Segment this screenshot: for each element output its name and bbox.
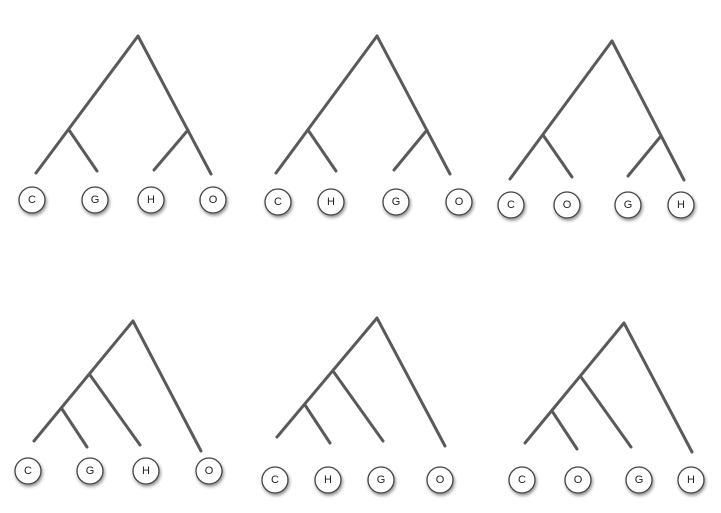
tree-2: C H G O: [264, 34, 473, 216]
tree-2-leaf-1-label: C: [274, 196, 282, 208]
tree-3: C O G H: [497, 39, 695, 219]
tree-6-leaf-2: O: [564, 466, 592, 494]
tree-6-leaf-3-label: G: [635, 474, 644, 486]
tree-2-leaf-4-label: O: [455, 196, 464, 208]
tree-1: C G H O: [18, 34, 227, 214]
tree-1-leaf-4: O: [199, 186, 227, 214]
tree-2-leaf-3: G: [382, 188, 410, 216]
tree-1-leaf-4-label: O: [209, 194, 218, 206]
tree-4: C G H O: [14, 319, 223, 485]
tree-6-branches: [523, 321, 694, 454]
tree-4-leaf-4: O: [195, 457, 223, 485]
tree-3-leaf-1: C: [497, 191, 525, 219]
tree-4-leaf-4-label: O: [205, 465, 214, 477]
tree-6-leaf-1: C: [508, 466, 536, 494]
tree-1-leaf-1: C: [18, 186, 46, 214]
tree-6-leaf-4-label: H: [687, 474, 695, 486]
tree-6-leaf-1-label: C: [518, 474, 526, 486]
tree-4-leaf-3: H: [132, 457, 160, 485]
tree-4-branches: [32, 319, 203, 453]
tree-2-leaf-1: C: [264, 188, 292, 216]
tree-3-leaf-3-label: G: [624, 199, 633, 211]
tree-3-leaf-2: O: [553, 191, 581, 219]
tree-4-leaf-2-label: G: [86, 465, 95, 477]
tree-1-leaf-1-label: C: [28, 194, 36, 206]
tree-1-branches: [34, 34, 213, 176]
tree-2-leaf-3-label: G: [392, 196, 401, 208]
tree-2-leaf-2: H: [317, 188, 345, 216]
tree-5-leaf-2-label: H: [324, 474, 332, 486]
tree-5-leaf-4-label: O: [436, 474, 445, 486]
tree-4-leaf-1: C: [14, 457, 42, 485]
tree-3-leaf-1-label: C: [507, 199, 515, 211]
tree-3-leaf-3: G: [614, 191, 642, 219]
tree-5: C H G O: [261, 316, 454, 494]
tree-1-leaf-3: H: [137, 186, 165, 214]
tree-6-leaf-4: H: [677, 466, 705, 494]
tree-4-leaf-2: G: [76, 457, 104, 485]
tree-3-leaf-4-label: H: [677, 199, 685, 211]
tree-2-leaf-2-label: H: [327, 196, 335, 208]
tree-3-leaf-4: H: [667, 191, 695, 219]
tree-3-leaf-2-label: O: [563, 199, 572, 211]
tree-5-leaf-3: G: [367, 466, 395, 494]
tree-3-branches: [508, 39, 686, 182]
tree-5-leaf-1: C: [261, 466, 289, 494]
tree-5-leaf-1-label: C: [271, 474, 279, 486]
tree-6: C O G H: [508, 321, 705, 494]
tree-1-leaf-3-label: H: [147, 194, 155, 206]
tree-2-branches: [274, 34, 452, 176]
tree-4-leaf-3-label: H: [142, 465, 150, 477]
tree-1-leaf-2-label: G: [91, 194, 100, 206]
tree-5-branches: [275, 316, 447, 448]
tree-1-leaf-2: G: [81, 186, 109, 214]
tree-5-leaf-3-label: G: [377, 474, 386, 486]
tree-4-leaf-1-label: C: [24, 465, 32, 477]
tree-5-leaf-2: H: [314, 466, 342, 494]
tree-5-leaf-4: O: [426, 466, 454, 494]
tree-6-leaf-3: G: [625, 466, 653, 494]
tree-6-leaf-2-label: O: [574, 474, 583, 486]
tree-2-leaf-4: O: [445, 188, 473, 216]
